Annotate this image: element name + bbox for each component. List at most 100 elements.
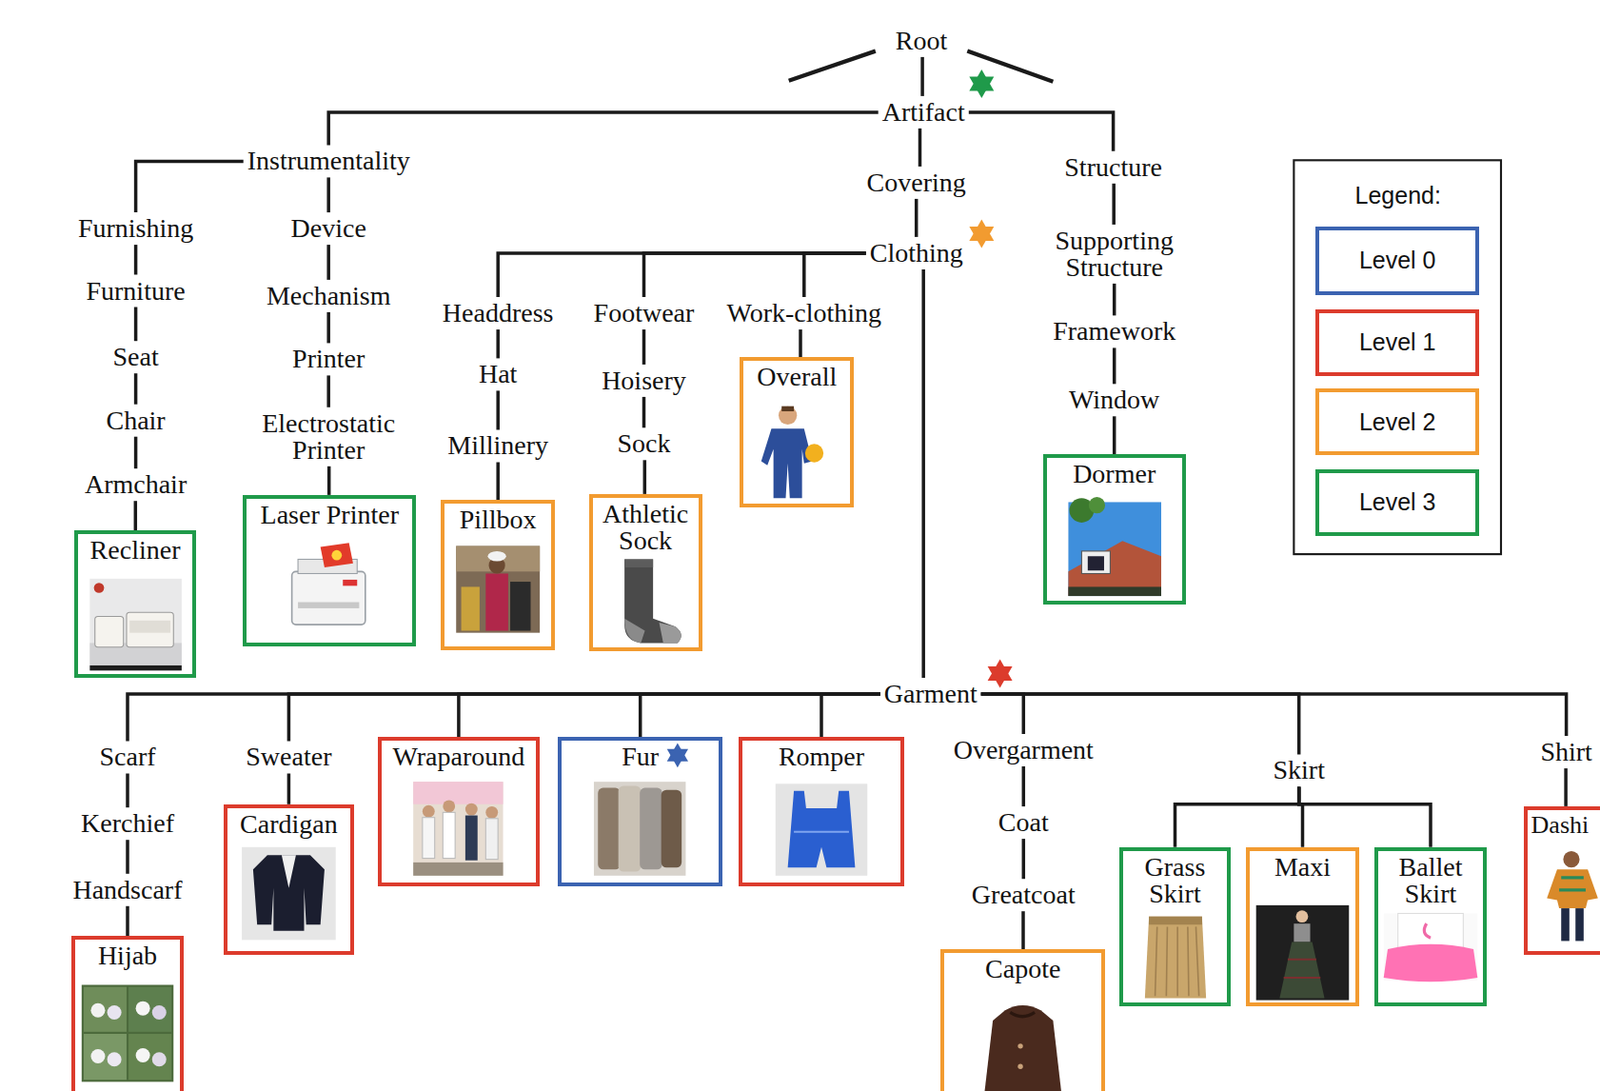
pillbox-photo-shape [485,572,509,631]
overall-photo-shape [761,428,813,498]
category-label: Window [1065,383,1164,416]
category-box: Laser Printer [242,494,416,647]
category-box: Athletic Sock [589,493,703,652]
ballet-skirt-photo-shape [1423,923,1431,938]
fur-photo [593,781,686,876]
tree-connector [1111,183,1116,225]
node-text: Instrumentality [247,147,411,175]
level-star-shape [667,749,689,768]
node-text: Laser Printer [250,501,409,529]
node-text: Pillbox [448,506,548,534]
legend-frame [1293,159,1502,554]
category-box: Capote [940,948,1106,1091]
node-text: Skirt [1273,756,1325,784]
category-label: Furniture [81,275,189,308]
tree-connector [127,693,881,742]
category-label: Sweater [241,740,336,773]
wraparound-photo-shape [413,862,503,876]
node-text: Mechanism [266,282,392,310]
category-label: Structure [1060,151,1166,184]
hijab-photo-shape [90,1003,105,1018]
wraparound-photo-shape [442,811,455,858]
tree-connector [981,693,1025,734]
capote-photo-shape [1017,1064,1023,1069]
tree-connector [804,253,867,297]
tree-connector [134,436,139,470]
hierarchy-roof-shape [789,51,876,81]
recliner-photo-shape [126,612,174,647]
category-label: Framework [1048,315,1180,348]
node-text: Clothing [869,239,964,267]
wraparound-photo [413,781,503,876]
category-label: Supporting Structure [1032,224,1197,284]
category-label: Device [287,212,371,245]
pillbox-photo-shape [461,586,480,631]
tree-connector [1299,786,1431,847]
laser-printer-photo-shape [331,550,342,561]
tree-connector [326,375,331,407]
tree-connector [798,329,803,357]
hijab-photo-shape [83,987,127,1032]
legend-heading-text: Legend: [1355,181,1442,210]
category-label: Instrumentality [243,144,415,178]
node-text: Covering [867,169,967,197]
category-label: Electrostatic Printer [246,407,411,467]
capote-photo-shape [1017,1043,1023,1048]
node-text: Headdress [442,299,554,327]
category-label: Hoisery [597,364,691,397]
category-box: Recliner [74,530,197,677]
category-box: Hijab [71,935,184,1091]
node-text: Seat [112,343,159,371]
hijab-photo-shape [90,1048,105,1064]
tree-connector [497,253,867,297]
node-text: Ballet Skirt [1382,853,1480,908]
category-label: Skirt [1269,753,1329,787]
hijab-photo-shape [152,1051,167,1067]
category-label: Handscarf [68,873,186,907]
tree-connector [821,693,881,737]
level-star-shape [968,76,994,99]
category-box: Pillbox [440,499,555,651]
tree-connector [495,462,500,501]
wraparound-photo-shape [485,806,498,819]
tree-connector [495,329,500,358]
maxi-photo-shape [1279,941,1324,998]
node-text: Hat [478,360,517,388]
category-box: Ballet Skirt [1374,847,1487,1007]
tree-connector [125,906,130,936]
tree-connector [1021,910,1026,949]
dashiki-photo-shape [1546,869,1599,909]
grass-skirt-photo-shape [1155,926,1200,996]
tree-connector [326,177,331,213]
node-text: Greatcoat [971,881,1076,909]
node-text: Window [1068,386,1160,414]
dormer-photo-shape [1087,555,1105,571]
category-label: Kerchief [77,807,178,840]
grass-skirt-photo [1145,916,1206,999]
category-label: Overgarment [949,733,1098,767]
hijab-photo-shape [81,985,174,1083]
category-label: Covering [863,166,970,199]
romper-photo-shape [775,783,868,875]
node-text: Furnishing [78,215,194,242]
legend-swatch: Level 2 [1315,388,1481,455]
tree-connector [134,244,139,275]
tree-connector [1022,838,1027,879]
node-text: Maxi [1253,853,1352,881]
node-text: Scarf [98,743,156,771]
legend-swatch: Level 1 [1315,309,1481,376]
category-box: Wraparound [377,736,540,887]
maxi-photo-shape [1256,905,1350,1001]
tree-connector [327,466,332,495]
overall-photo-shape [805,443,824,462]
ballet-skirt-photo-shape [1398,912,1464,948]
category-box: Maxi [1245,847,1360,1007]
node-text: Athletic Sock [596,500,695,554]
hijab-photo-shape [83,1033,127,1080]
hijab-photo-shape [107,1005,122,1020]
node-text: Coat [998,809,1049,836]
node-text: Recliner [81,536,189,564]
node-text: Handscarf [72,876,182,904]
category-box: Overall [739,356,854,508]
